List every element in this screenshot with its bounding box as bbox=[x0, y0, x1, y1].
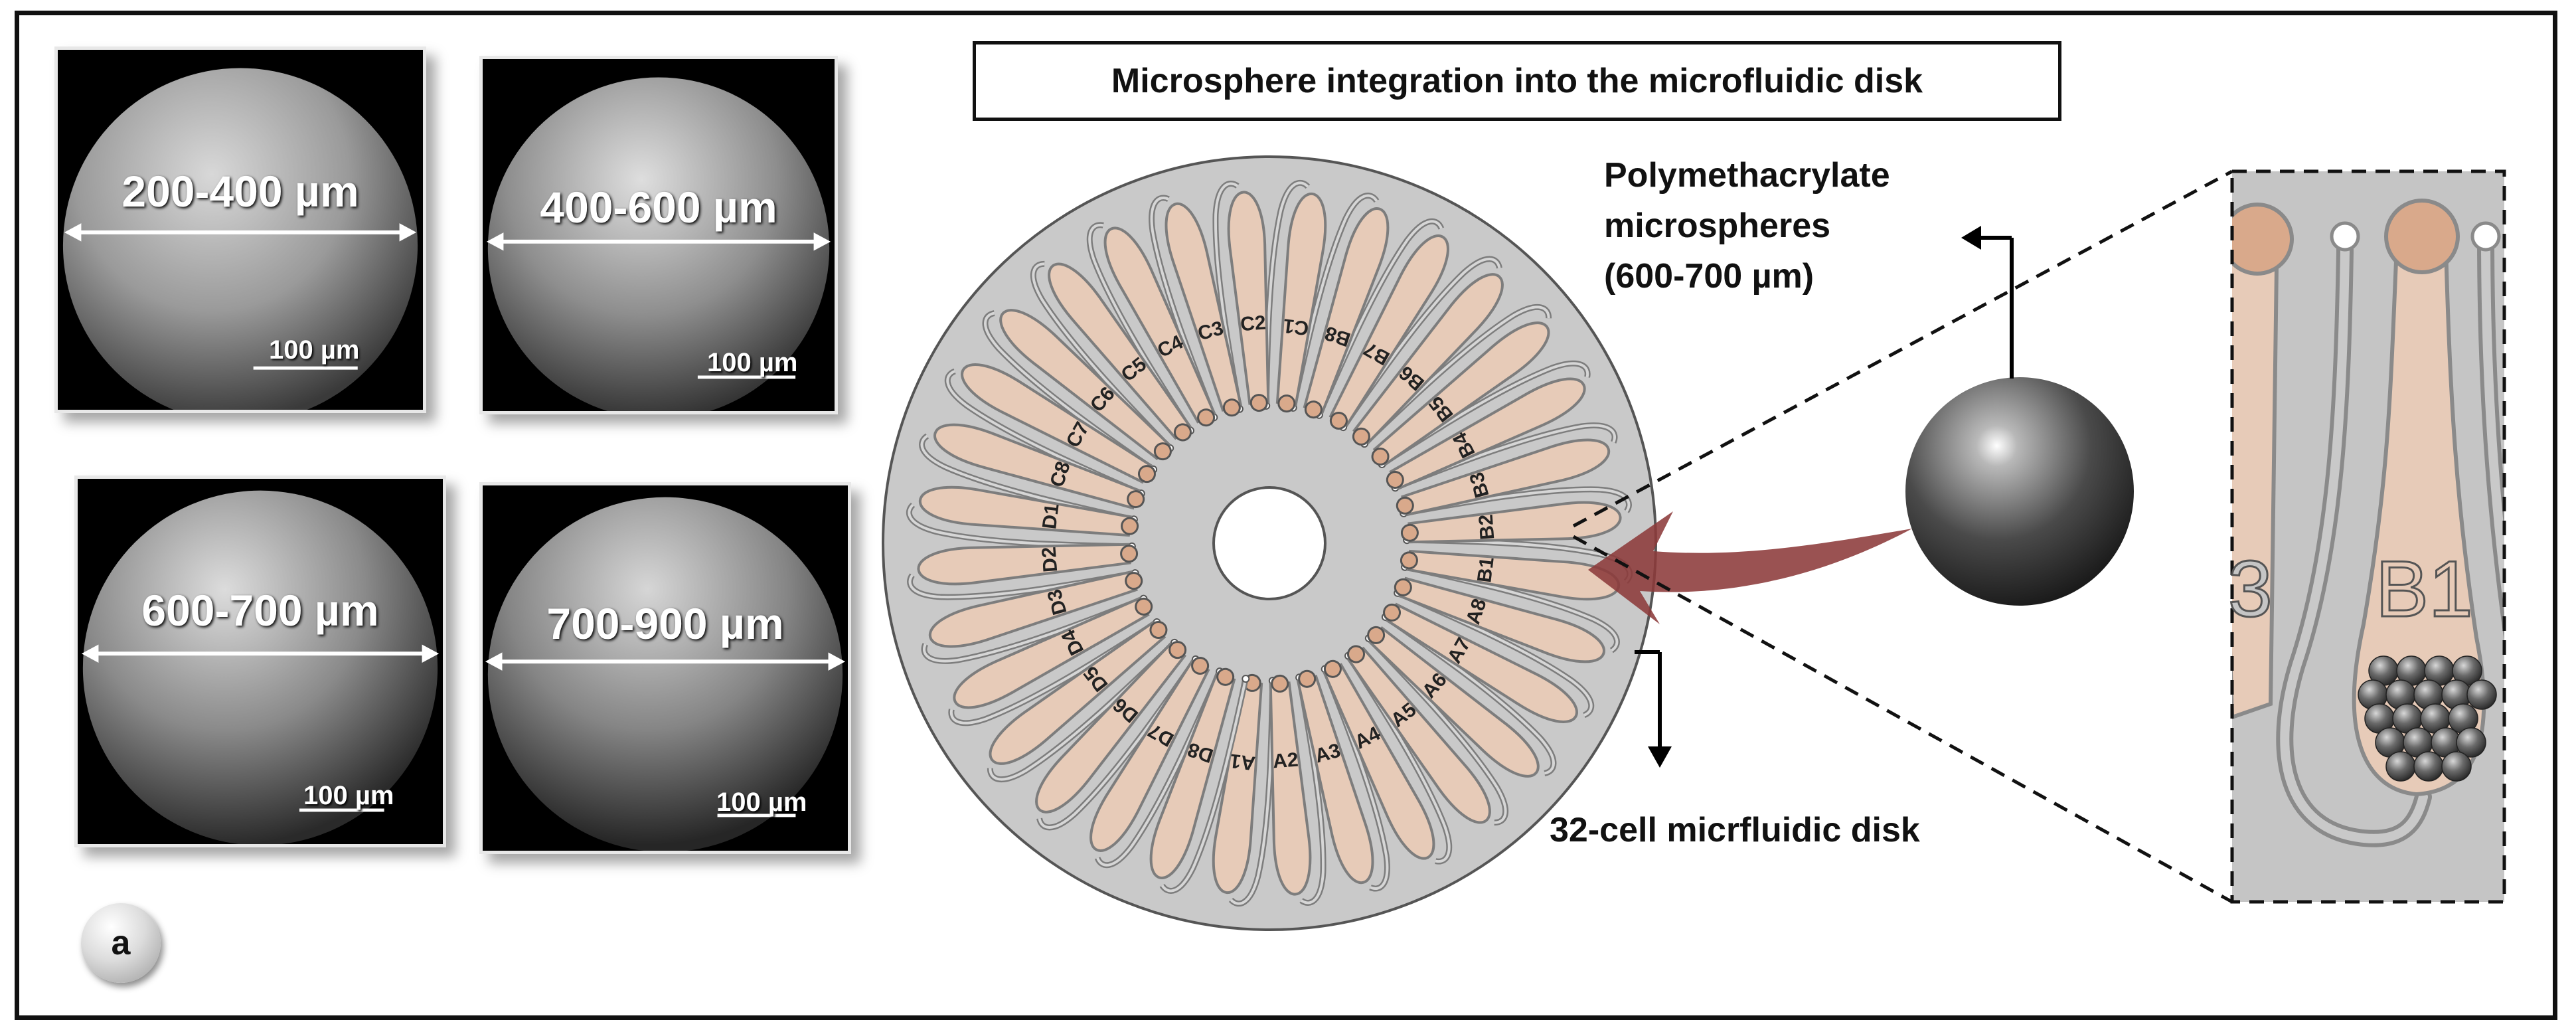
chamber-label: A1 bbox=[1229, 749, 1257, 774]
zoom-label-partial: 3 bbox=[2227, 544, 2274, 635]
disk-center-hole bbox=[1212, 486, 1327, 600]
chamber-label: C1 bbox=[1282, 314, 1310, 339]
chamber-label: A2 bbox=[1272, 749, 1299, 773]
zoom-panel bbox=[2230, 169, 2506, 904]
zoom-line-top bbox=[1572, 169, 2233, 528]
microsphere-sem-photo bbox=[486, 77, 831, 411]
sem-image-700-900: 700-900 µm 100 µm bbox=[479, 482, 851, 854]
microsphere-label-arrow bbox=[1961, 226, 2014, 379]
chamber-label: D2 bbox=[1038, 546, 1062, 573]
microsphere-sem-photo bbox=[81, 490, 440, 844]
sem-size-range: 200-400 µm bbox=[121, 167, 359, 216]
microsphere-label-line3: (600-700 µm) bbox=[1604, 257, 1814, 296]
sem-size-range: 400-600 µm bbox=[540, 183, 777, 232]
disk-chamber-a7: A7 bbox=[1383, 588, 1595, 723]
sem-image-400-600: 400-600 µm 100 µm bbox=[479, 56, 838, 414]
microsphere-label-line2: microspheres bbox=[1604, 207, 1831, 245]
disk-label-arrow bbox=[1635, 650, 1672, 768]
polymethacrylate-microsphere bbox=[1905, 377, 2134, 606]
sem-image-600-700: 600-700 µm 100 µm bbox=[74, 475, 446, 847]
disk-chamber-a6: A6 bbox=[1367, 613, 1557, 778]
sem-scale-bar-label: 100 µm bbox=[303, 781, 394, 810]
sem-scale-bar-label: 100 µm bbox=[707, 348, 798, 377]
microsphere-bead bbox=[2456, 727, 2486, 758]
disk-chamber-b8: B8 bbox=[1289, 193, 1390, 419]
packed-microspheres bbox=[2358, 655, 2497, 782]
sem-size-range: 700-900 µm bbox=[546, 599, 784, 648]
chamber-label: D1 bbox=[1038, 503, 1063, 531]
microsphere-bead bbox=[2385, 751, 2416, 782]
figure-title: Microsphere integration into the microfl… bbox=[973, 41, 2061, 121]
microsphere-sem-photo bbox=[63, 68, 418, 410]
sem-image-200-400: 200-400 µm 100 µm bbox=[54, 46, 426, 413]
sem-scale-bar-label: 100 µm bbox=[269, 335, 360, 365]
chamber-label: B2 bbox=[1475, 513, 1499, 541]
microsphere-label: Polymethacrylate microspheres (600-700 µ… bbox=[1604, 150, 1890, 302]
panel-label-badge: a bbox=[81, 903, 161, 983]
zoom-label-main: B1 bbox=[2375, 544, 2474, 635]
microsphere-bead bbox=[2441, 751, 2472, 782]
microsphere-bead bbox=[2466, 679, 2497, 710]
sem-scale-bar-label: 100 µm bbox=[716, 788, 807, 817]
disk-chamber-d8: D8 bbox=[1149, 667, 1250, 894]
microsphere-sem-photo bbox=[485, 497, 846, 851]
insertion-arrow bbox=[1588, 511, 1912, 624]
zoom-line-bottom bbox=[1572, 535, 2233, 904]
chamber-label: C2 bbox=[1240, 311, 1267, 335]
microsphere-label-line1: Polymethacrylate bbox=[1604, 156, 1890, 195]
disk-chamber-a4: A4 bbox=[1323, 651, 1453, 865]
microsphere-bead bbox=[2413, 751, 2444, 782]
sem-size-range: 600-700 µm bbox=[141, 586, 379, 635]
chamber-label: B1 bbox=[1473, 556, 1498, 584]
disk-label: 32-cell micrfluidic disk bbox=[1550, 811, 1920, 849]
